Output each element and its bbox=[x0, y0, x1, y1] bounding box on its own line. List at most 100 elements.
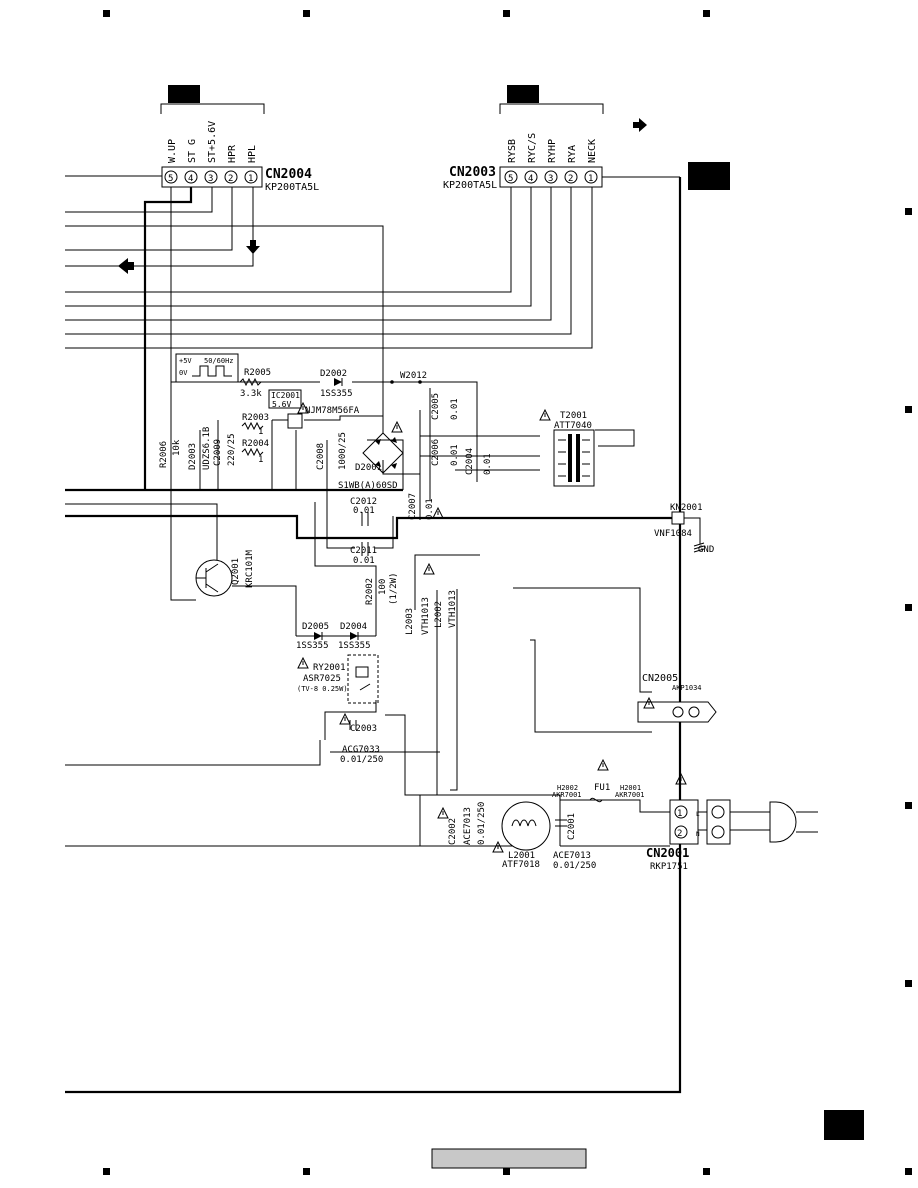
svg-text:C2012: C2012 bbox=[350, 497, 377, 507]
svg-text:AKR7001: AKR7001 bbox=[552, 791, 582, 799]
cn2003-pin-circle bbox=[584, 170, 598, 184]
svg-text:C2005: C2005 bbox=[431, 393, 441, 420]
c2003-capacitor: C2003 ACG7033 0.01/250 bbox=[340, 720, 383, 765]
mains-plug-icon bbox=[706, 799, 818, 845]
d2005-diode: D2005 1SS355 bbox=[296, 622, 329, 651]
r2003-resistor: R2003 1 bbox=[241, 413, 269, 437]
svg-text:RKP1751: RKP1751 bbox=[650, 862, 688, 872]
svg-text:FU1: FU1 bbox=[594, 783, 610, 793]
svg-text:R2006: R2006 bbox=[159, 441, 169, 468]
svg-text:D2002: D2002 bbox=[320, 369, 347, 379]
svg-text:KN2001: KN2001 bbox=[670, 503, 703, 513]
svg-text:D2001: D2001 bbox=[355, 463, 382, 473]
cn2003-pin-name: NECK bbox=[587, 139, 598, 163]
svg-text:H2001: H2001 bbox=[620, 784, 641, 792]
cn2003-pin-number: 3 bbox=[548, 174, 553, 184]
svg-text:D2003: D2003 bbox=[188, 443, 198, 470]
registration-marks bbox=[103, 10, 912, 1175]
fuse-holders: H2002 AKR7001 FU1 H2001 AKR7001 bbox=[552, 783, 645, 803]
svg-text:RY2001: RY2001 bbox=[313, 663, 346, 673]
cn2004-pin-number: 3 bbox=[208, 174, 213, 184]
svg-text:IC2001: IC2001 bbox=[271, 391, 300, 400]
svg-text:CN2001: CN2001 bbox=[646, 846, 689, 860]
d2001-bridge-rectifier: D2001 S1WB(A)60SD bbox=[338, 432, 404, 491]
svg-text:C2008: C2008 bbox=[316, 443, 326, 470]
cn2004-pin-circle bbox=[244, 170, 258, 184]
svg-text:VTH1013: VTH1013 bbox=[448, 590, 458, 628]
d2002-diode: D2002 1SS355 bbox=[320, 369, 353, 399]
svg-text:+5V: +5V bbox=[179, 357, 192, 365]
c2001-capacitor: ACE7013 0.01/250 bbox=[553, 819, 596, 871]
svg-text:UDZS6.1B: UDZS6.1B bbox=[202, 427, 212, 470]
svg-text:R2004: R2004 bbox=[242, 439, 269, 449]
svg-text:0.01: 0.01 bbox=[483, 453, 493, 475]
svg-text:R2005: R2005 bbox=[244, 368, 271, 378]
waveform-box: +5V 0V 50/60Hz bbox=[175, 353, 239, 383]
warning-triangle-icon bbox=[432, 506, 444, 519]
footer-bar bbox=[431, 1148, 587, 1169]
svg-text:0.01: 0.01 bbox=[353, 556, 375, 566]
cn2003-pin-circle bbox=[564, 170, 578, 184]
svg-text:220/25: 220/25 bbox=[227, 433, 237, 466]
d2004-diode: D2004 1SS355 bbox=[338, 622, 371, 651]
warning-triangle-icon bbox=[643, 696, 655, 709]
kn2001-ground-terminal: KN2001 VNF1084 GND bbox=[654, 503, 714, 555]
svg-text:C2009: C2009 bbox=[213, 439, 223, 466]
svg-text:N: N bbox=[696, 831, 700, 838]
svg-text:2: 2 bbox=[677, 829, 682, 839]
svg-text:(TV-8 0.25W): (TV-8 0.25W) bbox=[297, 685, 348, 693]
cn2003-part: KP200TA5L bbox=[443, 180, 497, 191]
cn2003-pin-circle bbox=[524, 170, 538, 184]
cn2004-pin-name: HPR bbox=[227, 144, 238, 163]
sheet-tab-top bbox=[688, 162, 730, 190]
q2001-transistor bbox=[195, 559, 233, 597]
svg-text:ASR7025: ASR7025 bbox=[303, 674, 341, 684]
svg-text:C2003: C2003 bbox=[350, 724, 377, 734]
svg-text:W2012: W2012 bbox=[400, 371, 427, 381]
svg-text:0.01: 0.01 bbox=[425, 498, 435, 520]
cn2004-pin-name: ST+5.6V bbox=[207, 121, 218, 163]
cn2003-pin-name: RYC/S bbox=[527, 133, 538, 163]
vertical-labels: R2006 10k D2003 UDZS6.1B C2009 220/25 C2… bbox=[159, 393, 577, 845]
warning-triangle-icon bbox=[339, 712, 351, 725]
svg-text:C2007: C2007 bbox=[408, 493, 418, 520]
svg-text:Q2001: Q2001 bbox=[231, 558, 241, 585]
ic2001-regulator: IC2001 5.6V NJM78M56FA bbox=[268, 389, 360, 429]
svg-text:C2004: C2004 bbox=[465, 448, 475, 475]
ry2001-relay: RY2001 ASR7025 (TV-8 0.25W) bbox=[297, 654, 379, 704]
svg-text:VNF1084: VNF1084 bbox=[654, 529, 692, 539]
warning-triangle-icon bbox=[297, 656, 309, 669]
r2004-resistor: R2004 1 bbox=[241, 439, 269, 465]
left-arrow-icon bbox=[118, 258, 134, 274]
svg-text:1SS355: 1SS355 bbox=[338, 641, 371, 651]
warning-triangle-icon bbox=[437, 806, 449, 819]
cn2003-pin-name: RYSB bbox=[507, 139, 518, 163]
svg-text:ATT7040: ATT7040 bbox=[554, 421, 592, 431]
svg-text:R2003: R2003 bbox=[242, 413, 269, 423]
c2011-capacitor: C2011 0.01 bbox=[350, 542, 377, 566]
cn2004-label: CN2004 bbox=[265, 167, 312, 182]
svg-text:3.3k: 3.3k bbox=[240, 389, 262, 399]
warning-triangle-icon bbox=[423, 562, 435, 575]
c2012-capacitor: C2012 0.01 bbox=[350, 497, 377, 526]
svg-text:D2005: D2005 bbox=[302, 622, 329, 632]
svg-text:5.6V: 5.6V bbox=[272, 400, 291, 409]
cn2004-pin-number: 5 bbox=[168, 174, 173, 184]
svg-text:0.01: 0.01 bbox=[353, 506, 375, 516]
down-arrow-icon bbox=[246, 240, 260, 254]
svg-text:C2002: C2002 bbox=[448, 818, 458, 845]
cn2004-pin-number: 2 bbox=[228, 174, 233, 184]
svg-text:L2003: L2003 bbox=[405, 608, 415, 635]
svg-text:C2011: C2011 bbox=[350, 546, 377, 556]
svg-text:AKR7001: AKR7001 bbox=[615, 791, 645, 799]
warning-triangle-icon bbox=[539, 408, 551, 421]
warning-triangle-icon bbox=[675, 772, 687, 785]
svg-text:R2002: R2002 bbox=[365, 578, 375, 605]
r2005-resistor: R2005 3.3k bbox=[239, 368, 271, 399]
cn2004-pin-circle bbox=[184, 170, 198, 184]
wiring bbox=[65, 175, 770, 1094]
cn2004-pin-name: HPL bbox=[247, 145, 258, 163]
safety-warning-marks bbox=[297, 401, 687, 853]
